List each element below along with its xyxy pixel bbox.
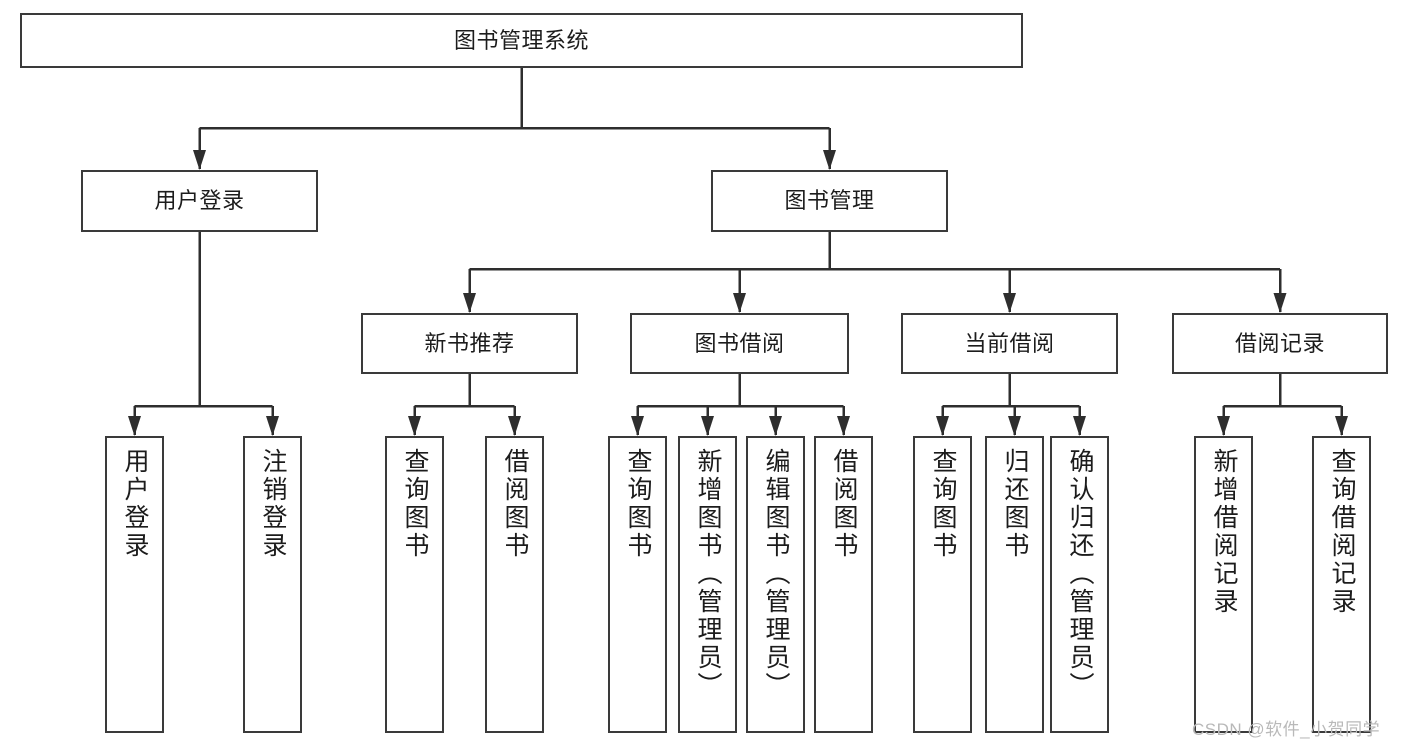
node-leaf-confirm-return-admin: 确认归还（管理员）: [1050, 436, 1109, 733]
node-label: 借阅图书: [501, 448, 529, 560]
node-new-book-recommend: 新书推荐: [361, 313, 578, 374]
node-label: 确认归还（管理员）: [1066, 448, 1094, 700]
node-book-manage: 图书管理: [711, 170, 948, 232]
arrow-head-icon: [936, 416, 949, 436]
node-label: 借阅记录: [1234, 330, 1325, 356]
node-leaf-logout-login: 注销登录: [243, 436, 302, 733]
node-leaf-add-borrow-record: 新增借阅记录: [1194, 436, 1253, 733]
node-label: 查询图书: [929, 448, 957, 560]
node-leaf-query-book-3: 查询图书: [913, 436, 972, 733]
node-leaf-query-book-2: 查询图书: [608, 436, 667, 733]
node-leaf-return-book: 归还图书: [985, 436, 1044, 733]
arrow-head-icon: [769, 416, 782, 436]
arrow-head-icon: [1008, 416, 1021, 436]
node-label: 用户登录: [154, 188, 245, 214]
node-label: 图书借阅: [694, 330, 785, 356]
arrow-head-icon: [837, 416, 850, 436]
node-label: 当前借阅: [964, 330, 1055, 356]
arrow-head-icon: [823, 150, 836, 170]
node-leaf-query-borrow-record: 查询借阅记录: [1312, 436, 1371, 733]
arrow-head-icon: [1217, 416, 1230, 436]
node-root: 图书管理系统: [20, 13, 1023, 68]
watermark: CSDN @软件_小贺同学: [1192, 720, 1381, 739]
arrow-head-icon: [733, 293, 746, 313]
node-leaf-query-book-1: 查询图书: [385, 436, 444, 733]
node-label: 借阅图书: [830, 448, 858, 560]
node-label: 查询图书: [624, 448, 652, 560]
node-label: 查询图书: [401, 448, 429, 560]
node-label: 图书管理系统: [453, 27, 589, 53]
node-label: 归还图书: [1001, 448, 1029, 560]
node-label: 用户登录: [121, 448, 149, 560]
arrow-head-icon: [1335, 416, 1348, 436]
arrow-head-icon: [1073, 416, 1086, 436]
arrow-head-icon: [508, 416, 521, 436]
node-book-borrow: 图书借阅: [630, 313, 849, 374]
node-leaf-add-book-admin: 新增图书（管理员）: [678, 436, 737, 733]
node-label: 新增借阅记录: [1210, 448, 1238, 616]
arrow-head-icon: [193, 150, 206, 170]
node-leaf-edit-book-admin: 编辑图书（管理员）: [746, 436, 805, 733]
arrow-head-icon: [128, 416, 141, 436]
node-leaf-borrow-book-2: 借阅图书: [814, 436, 873, 733]
arrow-head-icon: [701, 416, 714, 436]
node-label: 新书推荐: [424, 330, 515, 356]
arrow-head-icon: [631, 416, 644, 436]
node-label: 新增图书（管理员）: [694, 448, 722, 700]
node-leaf-borrow-book-1: 借阅图书: [485, 436, 544, 733]
node-user-login: 用户登录: [81, 170, 318, 232]
node-leaf-user-login: 用户登录: [105, 436, 164, 733]
node-label: 编辑图书（管理员）: [762, 448, 790, 700]
arrow-head-icon: [463, 293, 476, 313]
arrow-head-icon: [1273, 293, 1287, 313]
node-label: 图书管理: [784, 188, 875, 214]
node-label: 注销登录: [259, 448, 287, 560]
node-borrow-record: 借阅记录: [1172, 313, 1388, 374]
node-current-borrow: 当前借阅: [901, 313, 1118, 374]
node-label: 查询借阅记录: [1328, 448, 1356, 616]
arrow-head-icon: [266, 416, 279, 436]
arrow-head-icon: [1003, 293, 1016, 313]
arrow-head-icon: [408, 416, 421, 436]
